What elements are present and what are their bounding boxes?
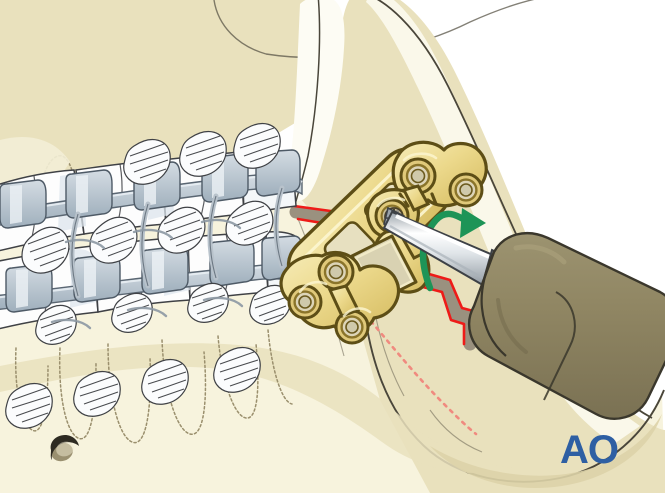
mental-foramen [50,435,79,462]
screwdriver-handle [468,231,665,420]
coronoid-strip [289,0,345,201]
bracket-group-lower [5,235,303,313]
maxillomandibular-fixation [0,122,307,429]
rotation-arrow [419,208,486,292]
screwdriver [382,206,665,420]
wire-ligature-group [5,122,291,429]
plate-holes-upper [391,140,488,208]
ao-logo: AO [560,428,619,472]
ao-logo-text: AO [560,428,618,472]
